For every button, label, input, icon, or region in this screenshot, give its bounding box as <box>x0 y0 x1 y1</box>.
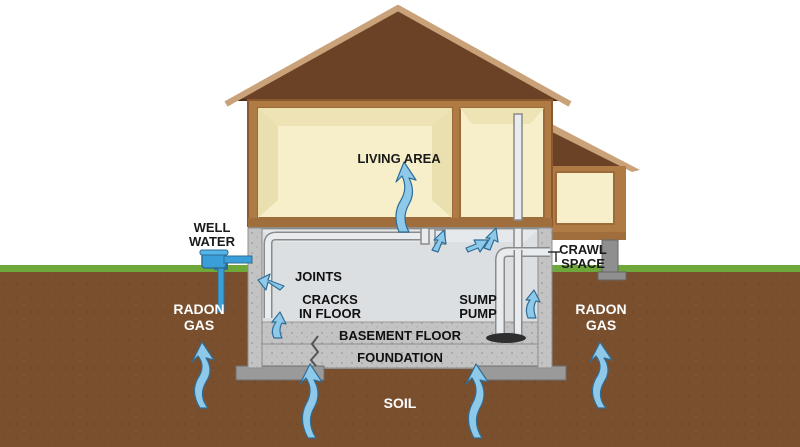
soil-label: SOIL <box>384 395 417 411</box>
arrow-joints <box>257 273 285 291</box>
well-water-label-1: WELL <box>194 220 231 235</box>
arrow-soil-left <box>299 363 323 439</box>
arrow-living-up <box>395 161 417 233</box>
radon-right-label-1: RADON <box>575 301 626 317</box>
arrow-pipe-right <box>483 227 499 251</box>
arrow-cracks <box>271 311 287 339</box>
basement-floor-label: BASEMENT FLOOR <box>339 328 462 343</box>
joints-label: JOINTS <box>295 269 342 284</box>
crawl-space-label-1: CRAWL <box>559 242 607 257</box>
sump-pipe <box>486 113 550 343</box>
radon-left-label-1: RADON <box>173 301 224 317</box>
arrow-pipe-left <box>431 229 447 253</box>
radon-right-label-2: GAS <box>586 317 616 333</box>
cracks-label-2: IN FLOOR <box>299 306 362 321</box>
radon-left-label-2: GAS <box>184 317 214 333</box>
arrow-soil-right <box>465 363 489 439</box>
sump-label-2: PUMP <box>459 306 497 321</box>
well-water-label-2: WATER <box>189 234 236 249</box>
arrow-sump <box>525 289 541 319</box>
living-area-frame <box>247 99 553 228</box>
cracks-label-1: CRACKS <box>302 292 358 307</box>
crawl-space-label-2: SPACE <box>561 256 605 271</box>
sump-label-1: SUMP <box>459 292 497 307</box>
radon-arrows <box>191 161 613 439</box>
floor-crack <box>309 335 320 367</box>
arrow-radon-right <box>589 341 613 409</box>
well-water <box>199 249 253 313</box>
main-roof <box>224 4 572 107</box>
arrow-pipe-mid <box>465 239 489 253</box>
foundation-label: FOUNDATION <box>357 350 443 365</box>
side-extension <box>547 122 640 281</box>
living-area-label: LIVING AREA <box>357 151 441 166</box>
arrow-radon-left <box>191 341 215 409</box>
